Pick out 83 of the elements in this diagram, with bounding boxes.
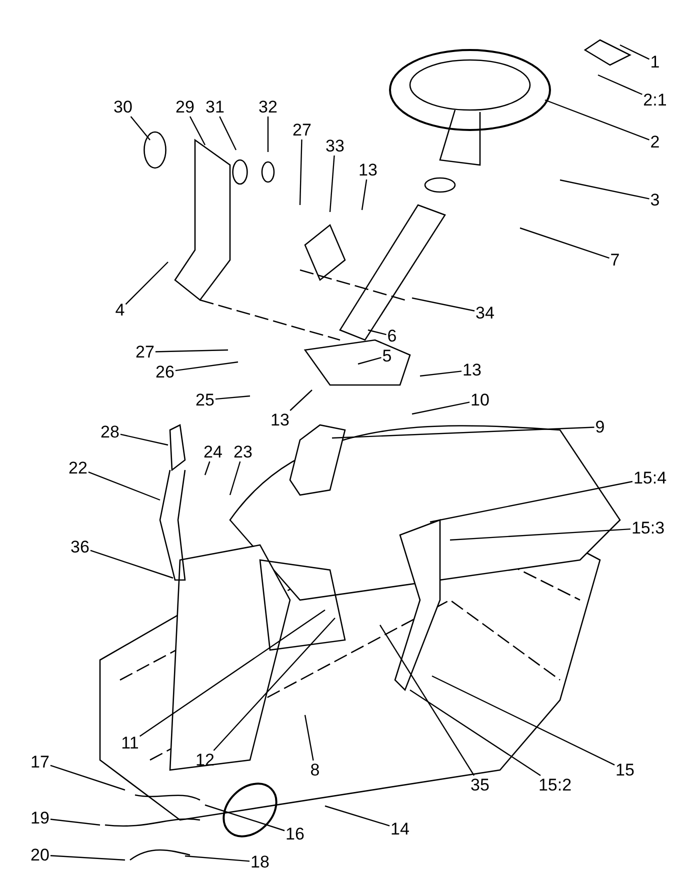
leader-line — [412, 297, 475, 312]
leader-line — [420, 370, 462, 377]
leader-line — [368, 329, 386, 336]
leader-line — [219, 116, 237, 150]
leader-line — [520, 227, 610, 259]
leader-line — [324, 805, 390, 826]
leader-line — [450, 528, 630, 541]
leader-line — [120, 434, 168, 446]
leader-line — [332, 426, 594, 439]
callout-number: 33 — [324, 136, 346, 156]
leader-line — [88, 472, 160, 501]
callout-number: 2 — [649, 132, 661, 152]
callout-number: 1 — [649, 52, 661, 72]
leader-line — [175, 361, 238, 372]
callout-number: 29 — [174, 98, 196, 116]
callout-number: 26 — [154, 362, 176, 382]
leader-line — [50, 855, 126, 861]
callout-number: 10 — [470, 390, 490, 410]
callout-number: 13 — [270, 410, 290, 430]
callout-number: 34 — [474, 304, 496, 322]
leader-line — [361, 179, 368, 210]
callout-number: 24 — [202, 442, 224, 462]
callout-number: 15:4 — [632, 468, 668, 488]
callout-number: 22 — [68, 458, 88, 478]
leader-line — [90, 550, 174, 579]
leader-line — [329, 155, 335, 212]
callout-number: 9 — [594, 418, 606, 436]
leader-line — [290, 390, 312, 411]
leader-line — [358, 357, 382, 365]
leader-line — [620, 44, 650, 60]
leader-line — [380, 624, 475, 776]
leader-line — [432, 675, 615, 766]
callout-number: 27 — [292, 120, 312, 140]
callout-number: 13 — [358, 160, 378, 180]
callout-number: 23 — [232, 442, 254, 462]
callout-number: 20 — [30, 846, 50, 864]
callout-number: 4 — [114, 300, 126, 320]
callout-number: 3 — [649, 190, 661, 210]
callout-number: 32 — [258, 98, 278, 116]
leader-line — [430, 480, 633, 523]
leader-line — [130, 116, 150, 140]
leader-line — [204, 804, 285, 832]
leader-line — [544, 99, 650, 140]
leader-line — [155, 349, 228, 352]
leader-line — [412, 402, 470, 415]
leader-line — [410, 690, 541, 776]
leader-line — [140, 610, 326, 737]
leader-line — [299, 139, 302, 206]
leader-line — [598, 74, 642, 95]
leader-line — [267, 116, 269, 152]
callout-number: 18 — [250, 852, 270, 872]
callout-number: 8 — [309, 760, 321, 780]
callout-number: 15 — [614, 760, 636, 780]
callout-number: 13 — [462, 360, 482, 380]
callout-number: 36 — [70, 538, 90, 556]
callout-number: 27 — [134, 342, 156, 362]
leader-line — [204, 461, 210, 476]
callout-number: 11 — [120, 734, 140, 752]
leader-line — [184, 855, 250, 862]
callout-number: 5 — [381, 346, 393, 366]
leader-line — [560, 179, 650, 200]
callout-number: 2:1 — [642, 90, 668, 110]
leader-line — [50, 818, 100, 826]
callout-number: 15:2 — [537, 776, 573, 794]
leader-line — [213, 618, 336, 751]
callout-number: 7 — [609, 250, 621, 270]
callout-number: 25 — [194, 390, 216, 410]
callout-number: 28 — [100, 422, 120, 442]
callout-number: 31 — [204, 98, 226, 116]
leader-line — [50, 764, 126, 791]
leader-line — [215, 395, 250, 400]
callout-number: 6 — [386, 326, 398, 346]
leader-line — [125, 262, 168, 305]
callout-number: 17 — [30, 752, 50, 772]
leader-line — [229, 461, 241, 496]
callout-number: 15:3 — [630, 518, 666, 538]
leader-line — [189, 116, 206, 146]
callout-number: 30 — [112, 98, 134, 116]
leader-line — [304, 714, 314, 761]
callout-number: 16 — [284, 824, 306, 844]
callout-number: 35 — [470, 776, 490, 794]
callout-number: 14 — [390, 820, 410, 838]
callout-number: 19 — [30, 808, 50, 828]
